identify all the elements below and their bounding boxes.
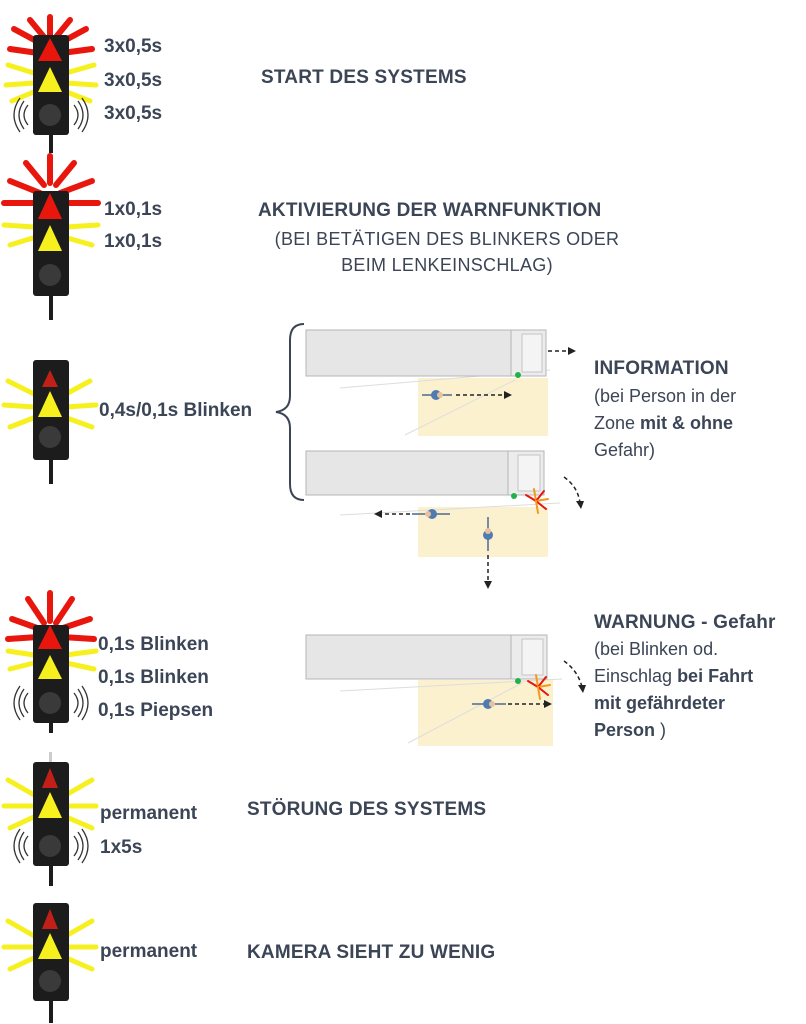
- truck-icon: [305, 329, 547, 377]
- warning-line: Einschlag bei Fahrt: [594, 666, 754, 686]
- status-light-warning: [5, 590, 99, 733]
- heading-activation: AKTIVIERUNG DER WARNFUNKTION: [258, 200, 602, 221]
- cyclist-icon: [412, 509, 450, 519]
- info-line: Zone mit & ohne: [594, 413, 734, 433]
- timing-label: 3x0,5s: [104, 70, 163, 91]
- yellow-triangle-icon: [38, 391, 62, 417]
- status-light-camera: [1, 903, 99, 1023]
- cyclist-icon: [422, 390, 452, 400]
- timing-label: 0,4s/0,1s Blinken: [99, 400, 253, 421]
- timing-label: permanent: [100, 803, 198, 824]
- info-line: (bei Person in der: [594, 386, 737, 406]
- info-line: Gefahr): [594, 440, 656, 460]
- timing-label: 0,1s Blinken: [98, 667, 209, 688]
- red-triangle-icon: [38, 193, 62, 219]
- red-triangle-icon: [38, 625, 62, 649]
- brace-icon: [275, 323, 305, 501]
- scenario-information-1: [305, 329, 576, 436]
- status-light-start: [3, 14, 99, 153]
- yellow-rays-icon: [1, 777, 99, 831]
- heading-start: START DES SYSTEMS: [261, 67, 467, 88]
- scenario-information-2: [305, 450, 584, 589]
- timing-label: permanent: [100, 941, 198, 962]
- arrow-icon: [508, 700, 552, 708]
- yellow-rays-icon: [1, 378, 99, 430]
- timing-label: 3x0,5s: [104, 36, 163, 57]
- yellow-triangle-icon: [38, 933, 62, 959]
- truck-icon: [305, 450, 545, 496]
- warning-description: (bei Blinken od. Einschlag bei Fahrt mit…: [594, 636, 806, 744]
- heading-activation-sub: BEIM LENKEINSCHLAG): [341, 255, 553, 275]
- heading-fault: STÖRUNG DES SYSTEMS: [247, 799, 487, 820]
- yellow-triangle-icon: [38, 792, 62, 818]
- yellow-rays-icon: [5, 648, 99, 672]
- arrow-icon: [456, 391, 512, 399]
- warning-line: mit gefährdeter: [594, 693, 726, 713]
- red-triangle-icon: [38, 38, 62, 61]
- yellow-triangle-icon: [38, 655, 62, 679]
- timing-label: 1x0,1s: [104, 199, 163, 220]
- heading-activation-sub: (BEI BETÄTIGEN DES BLINKERS ODER: [274, 229, 620, 249]
- pedestrian-icon: [483, 517, 493, 551]
- status-light-fault: [1, 752, 99, 886]
- cyclist-icon: [472, 699, 506, 709]
- red-triangle-icon: [42, 370, 58, 387]
- red-triangle-icon: [42, 909, 58, 929]
- warning-line: (bei Blinken od.: [594, 639, 719, 659]
- timing-label: 1x0,1s: [104, 231, 163, 252]
- scenario-warning: [305, 634, 586, 746]
- timing-label: 1x5s: [100, 837, 143, 858]
- red-triangle-icon: [42, 768, 58, 788]
- warning-burst-icon: [527, 674, 551, 700]
- timing-label: 0,1s Piepsen: [98, 700, 214, 721]
- timing-label: 0,1s Blinken: [98, 634, 209, 655]
- info-description: (bei Person in der Zone mit & ohne Gefah…: [594, 383, 804, 464]
- yellow-triangle-icon: [38, 225, 62, 251]
- warning-burst-icon: [525, 488, 549, 514]
- warning-line: Person ): [594, 720, 667, 740]
- status-light-blinking: [1, 360, 99, 484]
- status-light-activation: [1, 153, 101, 320]
- warning-title: WARNUNG - Gefahr: [594, 612, 776, 633]
- yellow-triangle-icon: [38, 67, 62, 92]
- arrow-icon: [548, 347, 576, 355]
- truck-icon: [305, 634, 548, 680]
- timing-label: 3x0,5s: [104, 103, 163, 124]
- info-title: INFORMATION: [594, 358, 729, 379]
- buzzer-icon: [13, 97, 89, 133]
- heading-camera: KAMERA SIEHT ZU WENIG: [247, 942, 496, 963]
- buzzer-icon: [13, 685, 89, 721]
- arrow-icon: [484, 555, 492, 589]
- buzzer-icon: [13, 828, 89, 864]
- arrow-icon: [374, 510, 410, 518]
